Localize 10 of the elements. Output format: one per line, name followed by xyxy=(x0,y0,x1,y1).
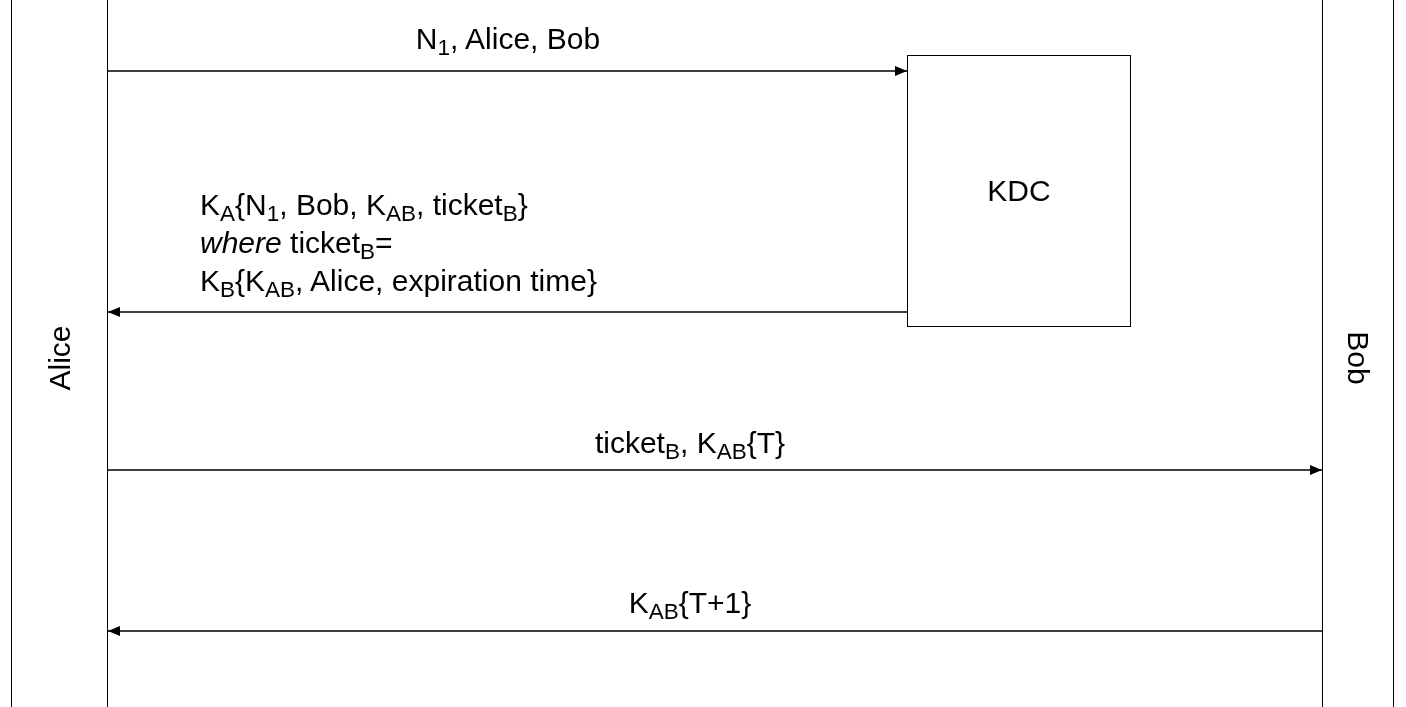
lifeline-box xyxy=(11,0,108,707)
node-label: Bob xyxy=(1343,331,1373,385)
lifeline-box xyxy=(1322,0,1394,707)
arrow xyxy=(107,66,908,76)
node-label: Alice xyxy=(44,325,75,391)
node-label: KDC xyxy=(987,176,1051,206)
server-box xyxy=(907,55,1131,327)
arrow xyxy=(107,626,1323,636)
arrow xyxy=(107,307,908,317)
arrow xyxy=(107,465,1323,475)
